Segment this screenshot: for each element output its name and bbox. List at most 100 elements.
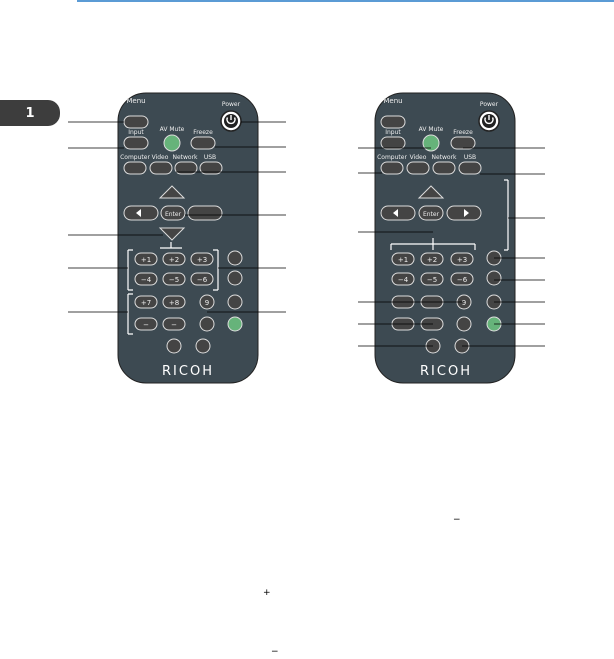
plus-glyph: + <box>263 588 271 598</box>
side-button-4[interactable] <box>199 316 215 332</box>
menu-button[interactable] <box>123 115 149 129</box>
computer-button-r[interactable] <box>380 161 404 175</box>
key-9[interactable] <box>199 294 215 310</box>
side-button-4-r[interactable] <box>456 316 472 332</box>
freeze-label-r: Freeze <box>453 129 473 136</box>
key-minus-2[interactable] <box>162 317 186 331</box>
av-mute-label-r: AV Mute <box>419 126 444 133</box>
right-arrow-button[interactable] <box>187 205 223 221</box>
freeze-button-r[interactable] <box>450 136 476 150</box>
up-arrow-button[interactable] <box>158 185 186 199</box>
callouts-right <box>358 147 545 347</box>
enter-button[interactable] <box>160 205 186 221</box>
network-button-r[interactable] <box>432 161 456 175</box>
green-button[interactable] <box>227 316 243 332</box>
key-minus-2-label: − <box>171 321 177 329</box>
input-label: Input <box>128 129 144 136</box>
video-button-r[interactable] <box>406 161 430 175</box>
side-button-2[interactable] <box>227 270 243 286</box>
enter-label: Enter <box>165 211 182 218</box>
key-3[interactable] <box>190 252 214 266</box>
bottom-button-2[interactable] <box>195 338 211 354</box>
key-6[interactable] <box>190 272 214 286</box>
key-9-label: 9 <box>205 299 209 307</box>
key-2-label: +2 <box>169 256 179 264</box>
menu-label-r: Menu <box>383 97 402 105</box>
remote-left: Menu Power Input AV Mute Freeze Computer… <box>67 92 287 384</box>
right-arrow-icon-r <box>464 209 469 217</box>
key-5-label: −5 <box>169 276 179 284</box>
network-label: Network <box>172 154 198 161</box>
minus-glyph-a: − <box>453 515 461 525</box>
key-minus[interactable] <box>134 317 158 331</box>
menu-label: Menu <box>126 97 145 105</box>
key-5-r[interactable] <box>420 272 444 286</box>
up-arrow-button-r[interactable] <box>417 185 445 199</box>
key-3-r[interactable] <box>450 252 474 266</box>
av-mute-label: AV Mute <box>160 126 185 133</box>
enter-button-r[interactable] <box>418 205 444 221</box>
key-3-label-r: +3 <box>457 256 467 264</box>
numeric-keypad-left: +1 +2 +3 −4 −5 −6 +7 +8 9 − − <box>134 250 243 354</box>
computer-label-r: Computer <box>377 154 407 161</box>
key-8[interactable] <box>162 295 186 309</box>
brand-logo-right: RICOH <box>420 364 472 379</box>
key-7-label: +7 <box>141 299 151 307</box>
right-brackets <box>390 179 509 251</box>
chapter-tab: 1 <box>0 100 60 126</box>
key-5[interactable] <box>162 272 186 286</box>
computer-label: Computer <box>120 154 150 161</box>
video-label-r: Video <box>410 154 427 161</box>
left-brackets <box>127 242 219 335</box>
header-rule <box>77 0 614 2</box>
down-arrow-button[interactable] <box>158 227 186 241</box>
power-label: Power <box>222 101 241 108</box>
key-1-r[interactable] <box>391 252 415 266</box>
left-arrow-icon <box>136 209 141 217</box>
key-1[interactable] <box>134 252 158 266</box>
freeze-button[interactable] <box>190 136 216 150</box>
side-button-1[interactable] <box>227 250 243 266</box>
left-arrow-icon-r <box>393 209 398 217</box>
freeze-label: Freeze <box>193 129 213 136</box>
key-4[interactable] <box>134 272 158 286</box>
key-4-label: −4 <box>141 276 152 284</box>
bottom-button-1[interactable] <box>166 338 182 354</box>
key-7[interactable] <box>134 295 158 309</box>
key-5-label-r: −5 <box>427 276 437 284</box>
key-4-label-r: −4 <box>398 276 409 284</box>
usb-label-r: USB <box>464 154 476 161</box>
minus-glyph-b: − <box>271 647 279 657</box>
key-6-label: −6 <box>197 276 208 284</box>
video-button[interactable] <box>149 161 173 175</box>
key-4-r[interactable] <box>391 272 415 286</box>
usb-button[interactable] <box>199 161 223 175</box>
key-1-label: +1 <box>141 256 151 264</box>
brand-logo-left: RICOH <box>162 364 214 379</box>
av-mute-button[interactable] <box>163 134 181 152</box>
key-1-label-r: +1 <box>398 256 408 264</box>
usb-button-r[interactable] <box>458 161 482 175</box>
input-button-r[interactable] <box>380 136 406 150</box>
key-minus-label: − <box>143 321 149 329</box>
key-2-r[interactable] <box>420 252 444 266</box>
enter-label-r: Enter <box>423 211 440 218</box>
key-3-label: +3 <box>197 256 207 264</box>
input-label-r: Input <box>385 129 401 136</box>
key-6-r[interactable] <box>450 272 474 286</box>
power-icon <box>226 115 236 125</box>
key-6-label-r: −6 <box>457 276 468 284</box>
menu-button-r[interactable] <box>380 115 406 129</box>
numeric-keypad-right: +1 +2 +3 −4 −5 −6 9 <box>391 250 502 354</box>
network-button[interactable] <box>174 161 198 175</box>
side-button-2-r[interactable] <box>486 270 502 286</box>
side-button-3[interactable] <box>227 294 243 310</box>
av-mute-button-r[interactable] <box>422 134 440 152</box>
usb-label: USB <box>204 154 216 161</box>
network-label-r: Network <box>431 154 457 161</box>
key-8-label: +8 <box>169 299 179 307</box>
input-button[interactable] <box>123 136 149 150</box>
computer-button[interactable] <box>123 161 147 175</box>
key-2[interactable] <box>162 252 186 266</box>
